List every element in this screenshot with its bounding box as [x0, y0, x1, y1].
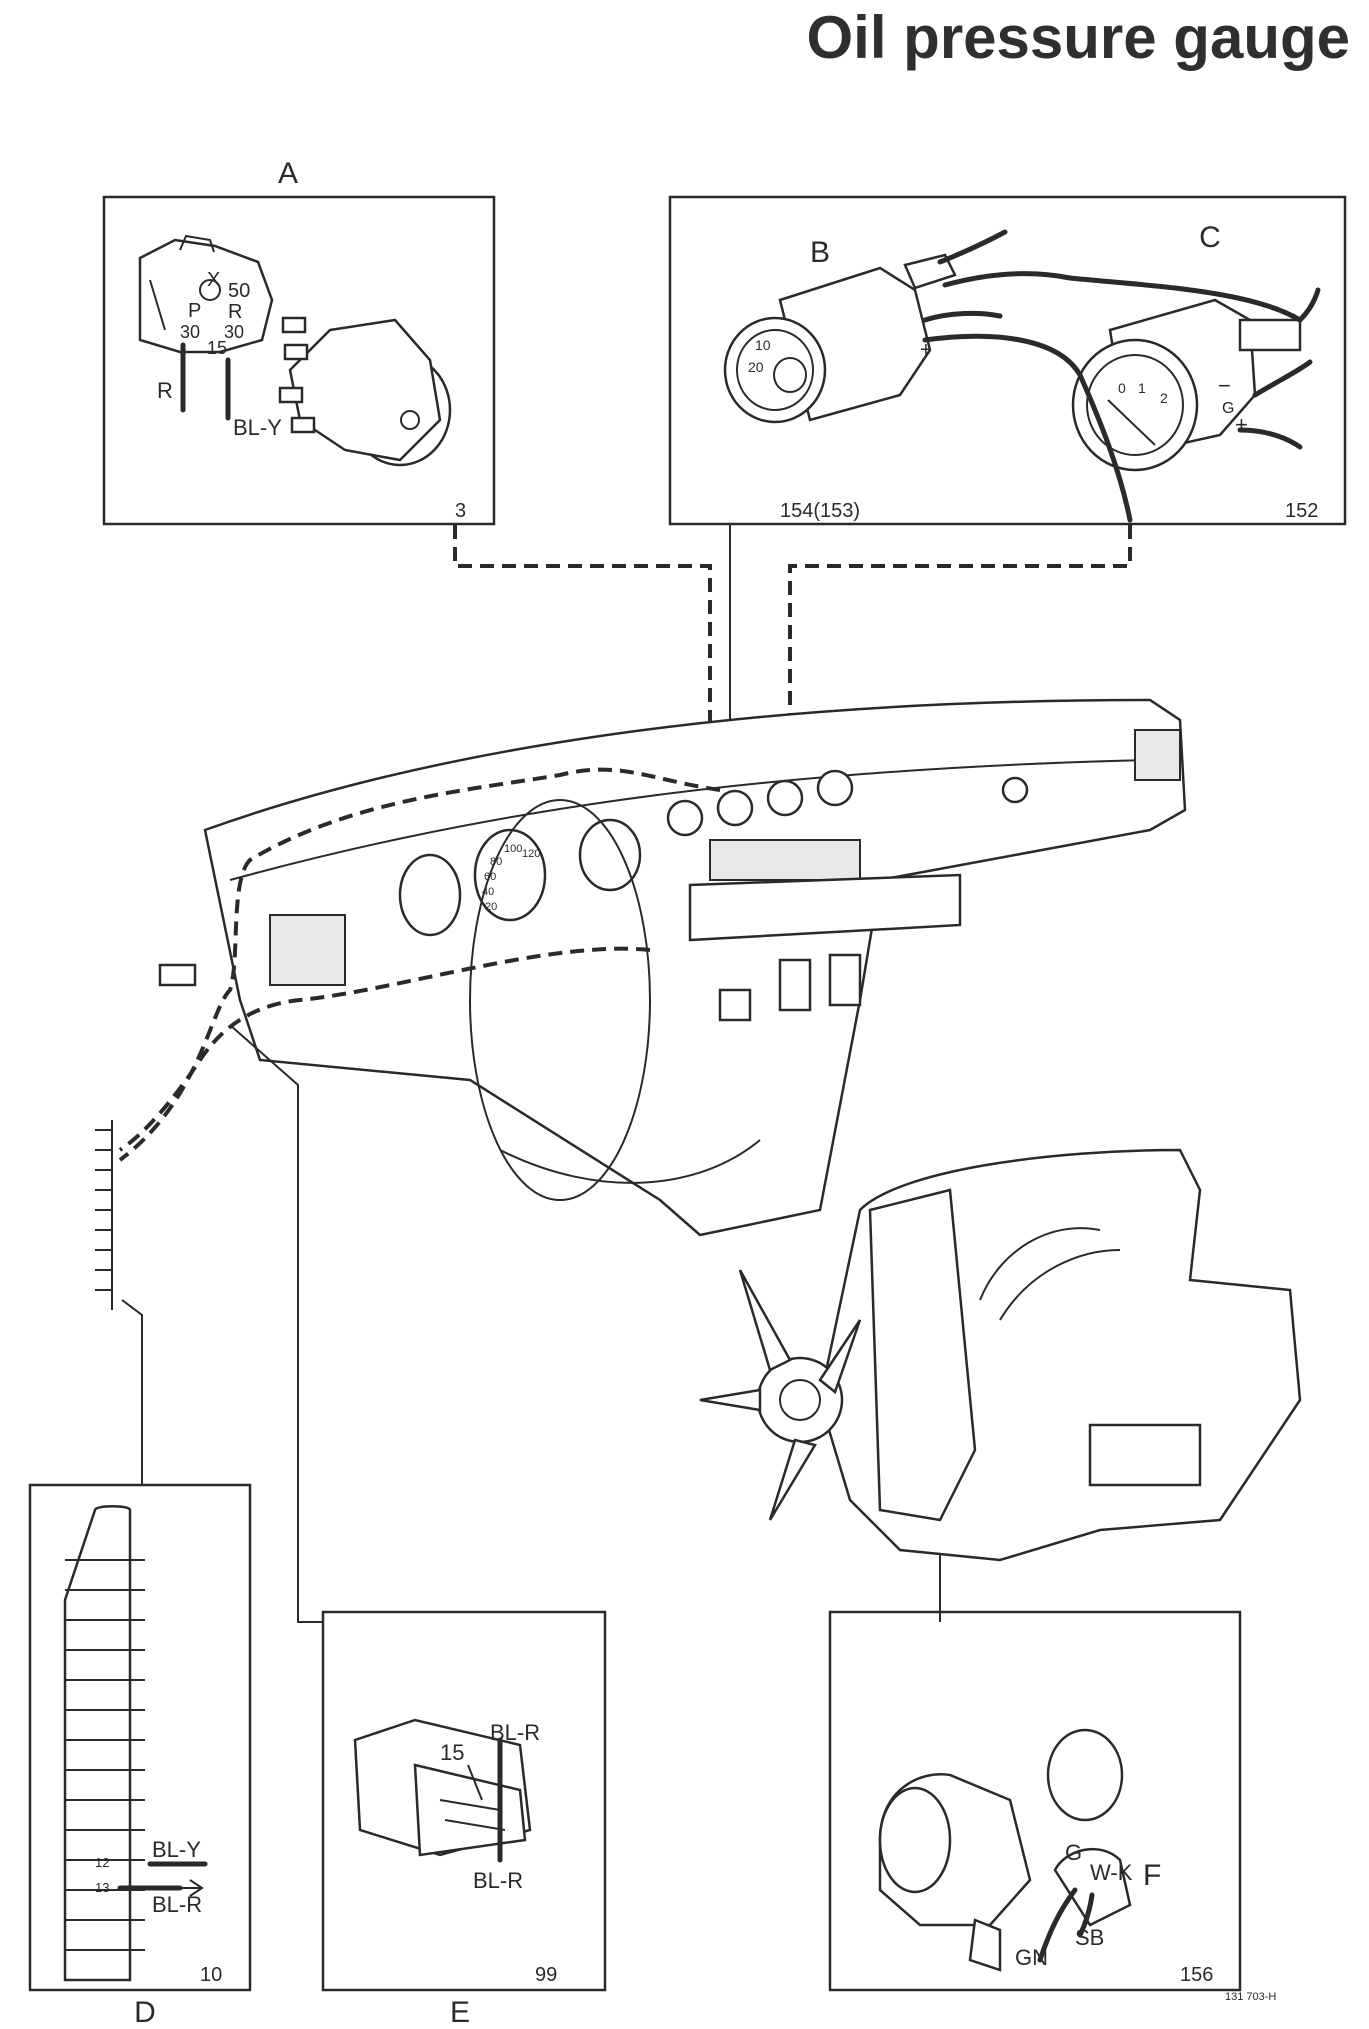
wire-b-sb-top: [937, 229, 1008, 265]
sender-terminal-g: G: [1065, 1840, 1082, 1865]
terminal-p: P: [188, 300, 201, 322]
panel-c-number: 152: [1285, 500, 1318, 522]
wire-c-sb: [1297, 287, 1321, 323]
gauge-c-terminal-minus: −: [1218, 373, 1231, 398]
terminal-50: 50: [228, 280, 250, 302]
harness-main: [118, 767, 721, 1162]
wire-f-gn: [1037, 1887, 1078, 1963]
engine-drawing: [699, 1148, 1302, 1562]
cluster-label-60: 60: [484, 871, 496, 883]
panel-f-frame: [828, 1610, 1242, 1992]
terminal-30b: 30: [224, 322, 244, 342]
oil-pressure-sender-drawing: [878, 1728, 1132, 1972]
terminal-15-leader: [467, 1764, 483, 1801]
relay-terminal-15: 15: [440, 1740, 464, 1765]
wire-label-d-bl-r: BL-R: [152, 1892, 202, 1917]
panel-b-number: 154(153): [780, 500, 860, 522]
panel-f-number: 156: [1180, 1964, 1213, 1986]
fuse-pin-12: 12: [95, 1855, 109, 1870]
panel-e-number: 99: [535, 1964, 557, 1986]
cluster-label-80: 80: [490, 856, 502, 868]
terminal-15: 15: [207, 338, 227, 358]
harness-lower: [118, 946, 651, 1152]
wire-b-blr-long: [922, 333, 1133, 523]
panel-f-letter: F: [1143, 1859, 1161, 1892]
leader-e: [229, 1024, 323, 1623]
wire-label-bl-y: BL-Y: [233, 415, 282, 440]
fuse-pin-13: 13: [95, 1880, 109, 1895]
panel-c-letter: C: [1199, 221, 1221, 254]
panel-a-letter: A: [278, 157, 298, 190]
leader-d: [121, 1299, 143, 1485]
panel-bc-frame: [668, 195, 1347, 526]
terminal-30a: 30: [180, 322, 200, 342]
cluster-label-20: 20: [485, 901, 497, 913]
panel-d-number: 10: [200, 1964, 222, 1986]
wire-c-blr: [1237, 427, 1303, 450]
gauge-c-scale-2: 2: [1160, 390, 1168, 406]
wire-f-sb: [1077, 1892, 1095, 1938]
fuse-block-drawing: [63, 1505, 132, 1982]
cluster-label-120: 120: [522, 848, 540, 860]
wire-label-r: R: [157, 378, 173, 403]
wire-label-f-gn: GN: [1015, 1945, 1048, 1970]
panel-e-letter: E: [450, 1996, 470, 2029]
panel-d: 12 13 BL-Y BL-R 10 D: [28, 1483, 252, 2029]
oil-pressure-gauge-drawing: [723, 253, 957, 424]
panel-d-frame: [28, 1483, 252, 1992]
wire-label-e-bl-r-bottom: BL-R: [473, 1868, 523, 1893]
panel-a-number: 3: [455, 500, 466, 522]
panel-bc: B C 10 20 0 1 2 − G + +: [668, 195, 1347, 526]
sender-terminal-w-k: W-K: [1090, 1860, 1133, 1885]
terminal-x: X: [207, 269, 220, 291]
cluster-label-100: 100: [504, 843, 522, 855]
ignition-switch-drawing: [138, 234, 452, 467]
panel-d-letter: D: [134, 1996, 156, 2029]
gauge-c-scale-0: 0: [1118, 380, 1126, 396]
wire-b-sb-mid: [942, 271, 1303, 323]
wire-label-d-bl-y: BL-Y: [152, 1837, 201, 1862]
panel-e: 15 BL-R BL-R 99 E: [321, 1610, 607, 2029]
dashboard-drawing: [158, 698, 1187, 1237]
panel-b-letter: B: [810, 236, 830, 269]
wire-label-e-bl-r-top: BL-R: [490, 1720, 540, 1745]
gauge-c-scale-1: 1: [1138, 380, 1146, 396]
panel-a: A X 50 P R 30 30 15 R BL-Y 3: [102, 157, 496, 526]
gauge-b-scale-20: 20: [748, 359, 764, 375]
cluster-label-40: 40: [482, 886, 494, 898]
panel-e-frame: [321, 1610, 607, 1992]
page-title: Oil pressure gauge: [806, 4, 1350, 71]
fuse-block-stub: [95, 1120, 113, 1310]
terminal-r: R: [228, 301, 242, 323]
gauge-b-terminal-plus: +: [920, 339, 932, 361]
gauge-b-scale-10: 10: [755, 337, 771, 353]
gauge-c-terminal-g: G: [1222, 400, 1234, 417]
panel-f: G W-K F GN SB 156: [828, 1610, 1242, 1992]
wire-label-f-sb: SB: [1075, 1925, 1104, 1950]
wire-c-gn: [1252, 359, 1313, 398]
gauge-c-terminal-plus: +: [1235, 412, 1248, 437]
panel-a-frame: [102, 195, 496, 526]
wire-b-blr: [922, 310, 1003, 323]
leader-c: [788, 525, 1132, 770]
footer-code: 131 703-H: [1225, 1991, 1276, 2003]
